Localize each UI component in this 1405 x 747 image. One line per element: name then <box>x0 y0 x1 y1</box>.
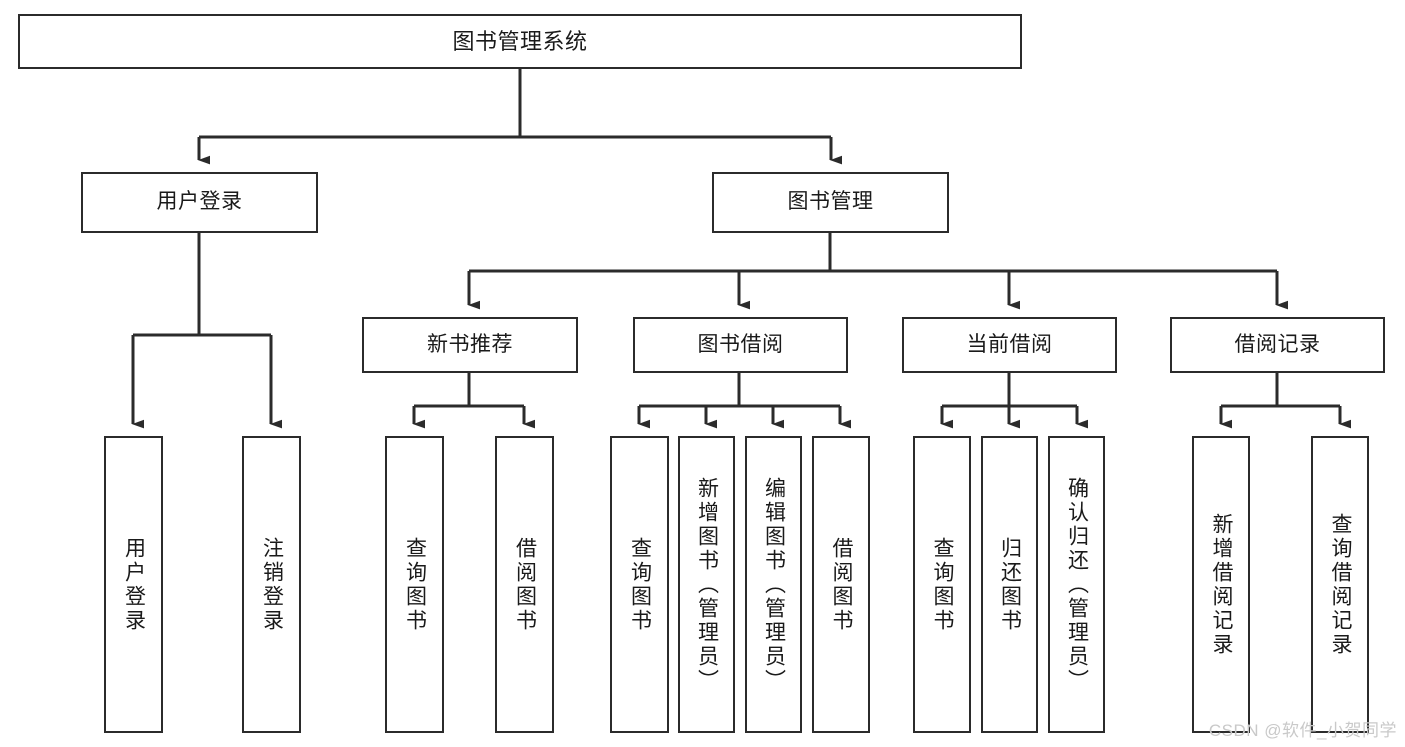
leaf-add-borrow-record[interactable]: 新增借阅记录 <box>1192 436 1250 733</box>
node-borrow-record[interactable]: 借阅记录 <box>1170 317 1385 373</box>
leaf-add-book-admin[interactable]: 新增图书（管理员） <box>678 436 735 733</box>
leaf-borrow-book[interactable]: 借阅图书 <box>812 436 870 733</box>
watermark-text: CSDN @软件_小贺同学 <box>1208 721 1397 740</box>
node-book-management[interactable]: 图书管理 <box>712 172 949 233</box>
leaf-user-login[interactable]: 用户登录 <box>104 436 163 733</box>
leaf-query-book-borrow[interactable]: 查询图书 <box>610 436 669 733</box>
node-new-book-recommend[interactable]: 新书推荐 <box>362 317 578 373</box>
node-label: 用户登录 <box>156 190 243 214</box>
leaf-borrow-book-recommend[interactable]: 借阅图书 <box>495 436 554 733</box>
leaf-logout-login[interactable]: 注销登录 <box>242 436 301 733</box>
node-label: 借阅记录 <box>1234 332 1321 356</box>
leaf-confirm-return-admin[interactable]: 确认归还（管理员） <box>1048 436 1105 733</box>
node-label: 新增借阅记录 <box>1210 512 1234 657</box>
node-label: 查询图书 <box>931 536 955 633</box>
node-label: 用户登录 <box>122 536 146 633</box>
node-label: 注销登录 <box>260 536 284 633</box>
node-book-management-system[interactable]: 图书管理系统 <box>18 14 1022 69</box>
node-label: 归还图书 <box>998 536 1022 633</box>
leaf-return-book[interactable]: 归还图书 <box>981 436 1038 733</box>
node-label: 新增图书（管理员） <box>695 476 719 693</box>
leaf-query-book-current[interactable]: 查询图书 <box>913 436 971 733</box>
node-label: 图书管理系统 <box>452 28 588 54</box>
node-user-login[interactable]: 用户登录 <box>81 172 318 233</box>
node-book-borrow[interactable]: 图书借阅 <box>633 317 848 373</box>
node-label: 借阅图书 <box>513 536 537 633</box>
node-current-borrow[interactable]: 当前借阅 <box>902 317 1117 373</box>
node-label: 新书推荐 <box>427 332 513 356</box>
leaf-query-borrow-record[interactable]: 查询借阅记录 <box>1311 436 1369 733</box>
node-label: 当前借阅 <box>966 332 1053 356</box>
node-label: 查询借阅记录 <box>1329 512 1353 657</box>
node-label: 借阅图书 <box>830 536 854 633</box>
node-label: 编辑图书（管理员） <box>762 476 786 693</box>
node-label: 图书管理 <box>787 190 874 214</box>
node-label: 图书借阅 <box>697 332 784 356</box>
leaf-edit-book-admin[interactable]: 编辑图书（管理员） <box>745 436 802 733</box>
node-label: 确认归还（管理员） <box>1065 476 1089 693</box>
node-label: 查询图书 <box>628 536 652 633</box>
leaf-query-book-recommend[interactable]: 查询图书 <box>385 436 444 733</box>
node-label: 查询图书 <box>403 536 427 633</box>
